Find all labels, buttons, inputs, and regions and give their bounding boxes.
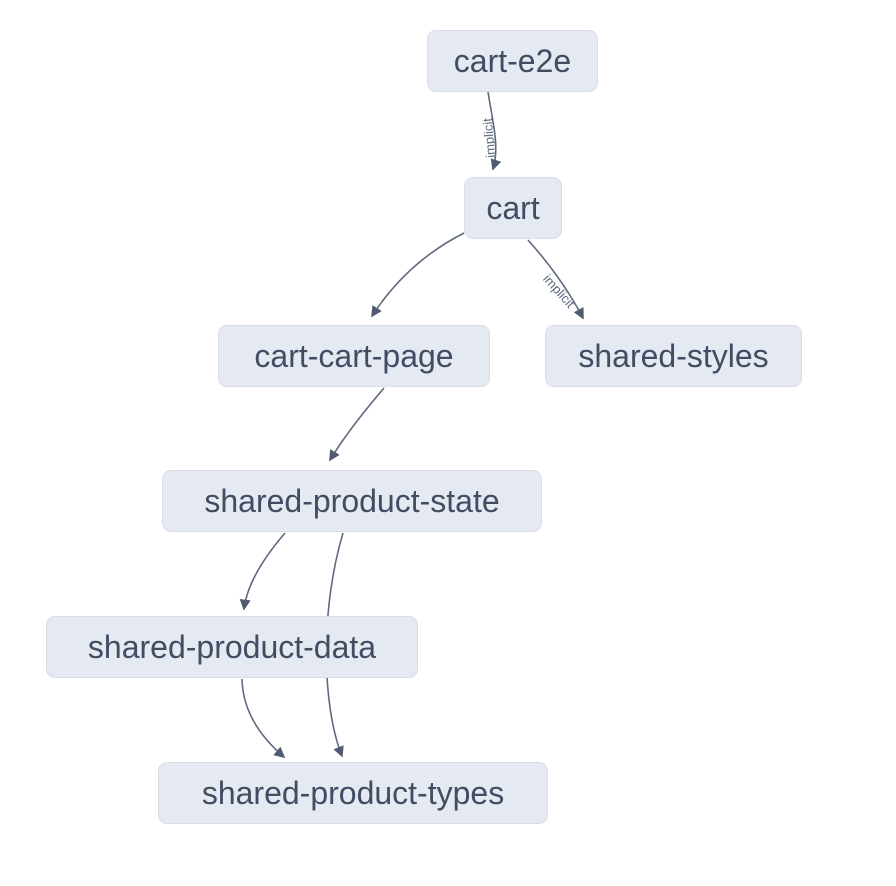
node-shared-product-data[interactable]: shared-product-data — [46, 616, 418, 678]
edge-cart-cart-page-to-shared-product-state — [329, 387, 385, 462]
edge-label-implicit-cart-e2e-cart: implicit — [480, 117, 498, 158]
node-shared-styles[interactable]: shared-styles — [545, 325, 802, 387]
node-cart-cart-page[interactable]: cart-cart-page — [218, 325, 490, 387]
node-shared-product-types[interactable]: shared-product-types — [158, 762, 548, 824]
node-shared-product-state[interactable]: shared-product-state — [162, 470, 542, 532]
edge-label-implicit-cart-shared-styles: implicit — [540, 271, 578, 311]
edge-shared-product-state-to-shared-product-data — [239, 532, 286, 611]
node-cart-e2e[interactable]: cart-e2e — [427, 30, 598, 92]
edge-cart-to-cart-cart-page — [371, 232, 465, 318]
edge-cart-e2e-to-cart — [487, 91, 502, 171]
edge-shared-product-data-to-shared-product-types — [241, 678, 286, 759]
edge-cart-to-shared-styles — [527, 239, 584, 320]
node-cart[interactable]: cart — [464, 177, 562, 239]
